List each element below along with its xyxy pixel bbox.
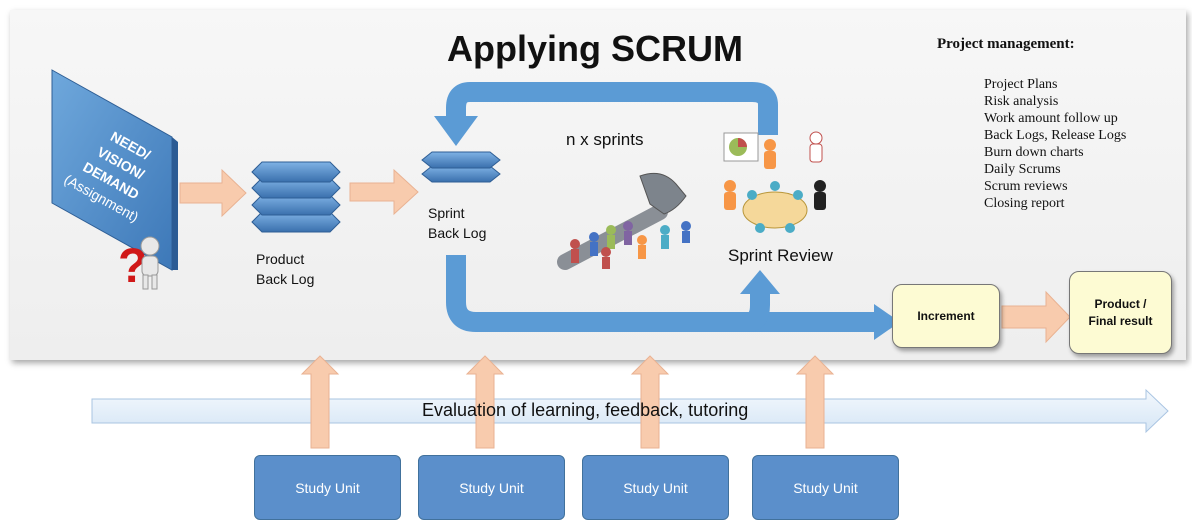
increment-box: Increment	[892, 284, 1000, 348]
final-result-box: Product / Final result	[1069, 271, 1172, 354]
sprint-backlog-line2: Back Log	[428, 225, 487, 241]
product-to-sprint-arrow	[349, 168, 419, 216]
sprint-loop-bottom-arrow	[446, 255, 900, 340]
evaluation-label: Evaluation of learning, feedback, tutori…	[422, 400, 749, 420]
list-item: Risk analysis	[984, 94, 1059, 109]
evaluation-arrow	[91, 388, 1169, 434]
page-title: Applying SCRUM	[447, 28, 743, 69]
study-unit-4: Study Unit	[752, 455, 899, 520]
increment-to-final-arrow	[1001, 290, 1071, 344]
final-result-line1: Product /	[1094, 296, 1147, 311]
sprint-backlog-line1: Sprint	[428, 205, 465, 221]
sprints-label: n x sprints	[566, 130, 644, 149]
list-item: Project Plans	[984, 77, 1058, 92]
sprint-loop-top-arrow	[434, 82, 778, 146]
study-unit-2: Study Unit	[418, 455, 565, 520]
study-unit-3: Study Unit	[582, 455, 729, 520]
list-item: Closing report	[984, 196, 1065, 211]
list-item: Back Logs, Release Logs	[984, 128, 1127, 143]
list-item: Scrum reviews	[984, 179, 1068, 194]
meeting-people-icon	[723, 131, 826, 233]
question-person-icon: ?	[118, 236, 160, 293]
list-item: Burn down charts	[984, 145, 1084, 160]
list-item: Daily Scrums	[984, 162, 1061, 177]
product-backlog-stack-icon	[251, 161, 341, 233]
product-backlog-label: Product Back Log	[256, 249, 314, 289]
final-result-line2: Final result	[1088, 313, 1153, 328]
sprint-review-label: Sprint Review	[728, 246, 833, 265]
product-backlog-line1: Product	[256, 251, 305, 267]
team-hammer-icon	[557, 172, 691, 270]
project-management-title: Project management:	[937, 36, 1075, 52]
study-unit-up-arrows	[300, 355, 835, 449]
sprint-backlog-stack-icon	[421, 151, 501, 183]
need-to-product-arrow	[179, 168, 247, 218]
product-backlog-line2: Back Log	[256, 271, 315, 287]
sprint-backlog-label: Sprint Back Log	[428, 203, 486, 243]
list-item: Work amount follow up	[984, 111, 1118, 126]
study-unit-1: Study Unit	[254, 455, 401, 520]
project-management-list: Project Plans Risk analysis Work amount …	[984, 76, 1126, 212]
increment-label: Increment	[917, 308, 975, 323]
need-vision-demand-box	[51, 69, 178, 271]
